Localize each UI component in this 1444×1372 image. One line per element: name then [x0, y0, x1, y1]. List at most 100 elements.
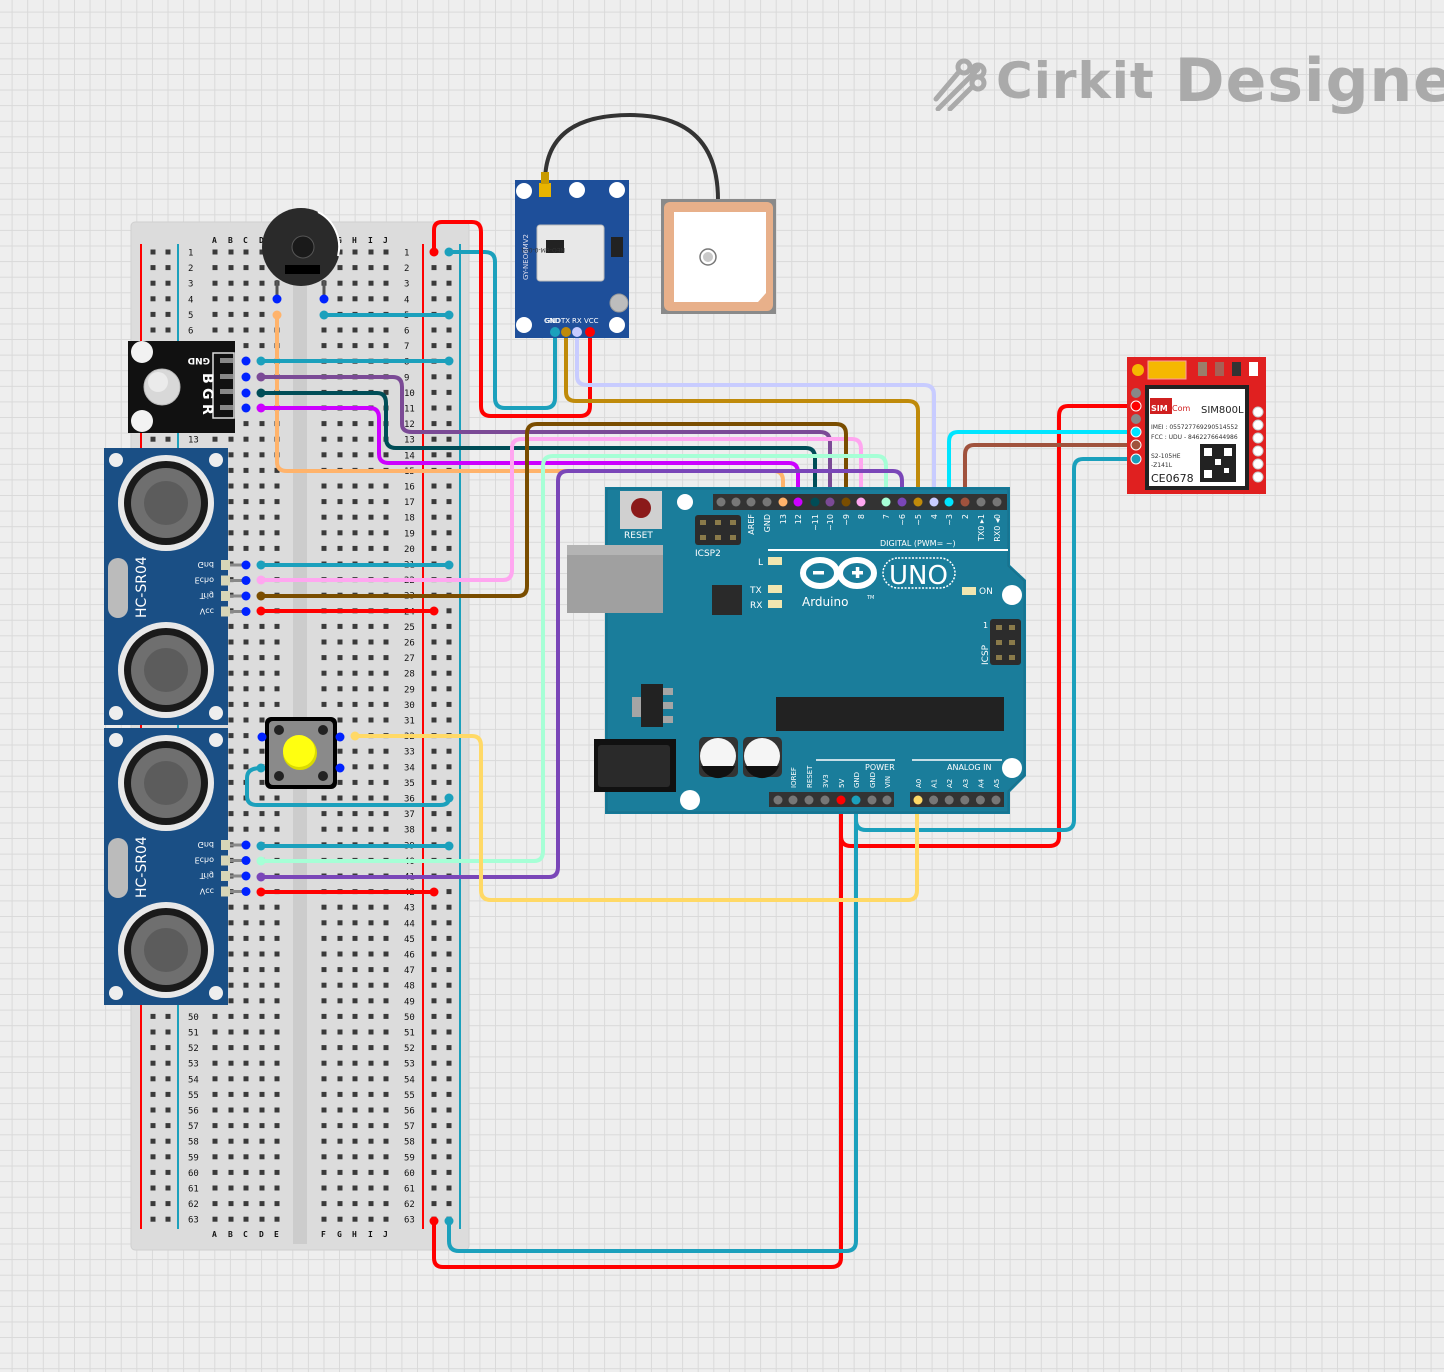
wire-endpoint[interactable] [444, 793, 454, 803]
breadboard-hole[interactable] [368, 1185, 374, 1191]
breadboard-hole[interactable] [368, 499, 374, 505]
breadboard-hole[interactable] [228, 951, 234, 957]
breadboard-hole[interactable] [243, 639, 249, 645]
breadboard-hole[interactable] [243, 935, 249, 941]
breadboard-hole[interactable] [337, 530, 343, 536]
digital-pin-7[interactable] [881, 497, 891, 507]
breadboard-hole[interactable] [431, 280, 437, 286]
breadboard-hole[interactable] [228, 826, 234, 832]
gps-pin-rx[interactable] [572, 327, 582, 337]
breadboard-hole[interactable] [446, 1154, 452, 1160]
us-pin-vcc[interactable] [241, 887, 251, 896]
breadboard-hole[interactable] [274, 1091, 280, 1097]
breadboard-hole[interactable] [383, 1091, 389, 1097]
breadboard-hole[interactable] [431, 1013, 437, 1019]
breadboard-hole[interactable] [243, 1076, 249, 1082]
breadboard-hole[interactable] [259, 296, 265, 302]
breadboard-hole[interactable] [321, 967, 327, 973]
breadboard-hole[interactable] [150, 1060, 156, 1066]
breadboard-hole[interactable] [337, 483, 343, 489]
breadboard-hole[interactable] [259, 935, 265, 941]
breadboard-hole[interactable] [150, 1123, 156, 1129]
breadboard-hole[interactable] [228, 467, 234, 473]
breadboard-hole[interactable] [352, 296, 358, 302]
breadboard-hole[interactable] [352, 483, 358, 489]
breadboard-hole[interactable] [259, 1123, 265, 1129]
power-pin-ioref[interactable] [788, 795, 798, 805]
breadboard-hole[interactable] [352, 1076, 358, 1082]
breadboard-hole[interactable] [352, 499, 358, 505]
breadboard-hole[interactable] [383, 686, 389, 692]
breadboard-hole[interactable] [150, 1076, 156, 1082]
breadboard-hole[interactable] [165, 1013, 171, 1019]
breadboard-hole[interactable] [259, 436, 265, 442]
breadboard-hole[interactable] [446, 811, 452, 817]
sim-pin-net[interactable] [1131, 388, 1141, 398]
breadboard-hole[interactable] [243, 327, 249, 333]
breadboard-hole[interactable] [352, 811, 358, 817]
digital-pin-AREF[interactable] [746, 497, 756, 507]
wire-endpoint[interactable] [444, 841, 454, 851]
breadboard-hole[interactable] [274, 514, 280, 520]
breadboard-hole[interactable] [321, 998, 327, 1004]
breadboard-hole[interactable] [321, 1169, 327, 1175]
breadboard-hole[interactable] [337, 920, 343, 926]
breadboard-hole[interactable] [352, 701, 358, 707]
breadboard-hole[interactable] [165, 1123, 171, 1129]
breadboard-hole[interactable] [337, 1123, 343, 1129]
breadboard-hole[interactable] [446, 265, 452, 271]
breadboard-hole[interactable] [321, 499, 327, 505]
breadboard-hole[interactable] [352, 1154, 358, 1160]
breadboard-hole[interactable] [446, 483, 452, 489]
breadboard-hole[interactable] [228, 1185, 234, 1191]
breadboard-hole[interactable] [337, 327, 343, 333]
breadboard-hole[interactable] [383, 779, 389, 785]
wire-led-r-to-d12[interactable] [259, 406, 800, 504]
breadboard-hole[interactable] [368, 280, 374, 286]
power-pin-gnd[interactable] [867, 795, 877, 805]
breadboard-hole[interactable] [321, 1154, 327, 1160]
breadboard-hole[interactable] [352, 967, 358, 973]
breadboard-hole[interactable] [259, 1138, 265, 1144]
wire-endpoint[interactable] [444, 247, 454, 257]
digital-pin-3[interactable] [944, 497, 954, 507]
breadboard-hole[interactable] [228, 296, 234, 302]
breadboard-hole[interactable] [259, 717, 265, 723]
breadboard-hole[interactable] [383, 499, 389, 505]
breadboard-hole[interactable] [321, 327, 327, 333]
breadboard-hole[interactable] [228, 982, 234, 988]
breadboard-hole[interactable] [383, 343, 389, 349]
wire-endpoint[interactable] [429, 247, 439, 257]
breadboard-hole[interactable] [431, 717, 437, 723]
breadboard-hole[interactable] [274, 826, 280, 832]
rgb-pin-g[interactable] [241, 388, 251, 398]
breadboard-hole[interactable] [431, 639, 437, 645]
breadboard-hole[interactable] [243, 670, 249, 676]
breadboard-hole[interactable] [431, 296, 437, 302]
breadboard-hole[interactable] [337, 1138, 343, 1144]
breadboard-hole[interactable] [337, 826, 343, 832]
breadboard-hole[interactable] [368, 327, 374, 333]
breadboard-hole[interactable] [383, 1138, 389, 1144]
breadboard-hole[interactable] [274, 1216, 280, 1222]
breadboard-hole[interactable] [212, 1091, 218, 1097]
breadboard-hole[interactable] [446, 935, 452, 941]
breadboard-hole[interactable] [259, 545, 265, 551]
wire-bb-row36-gnd[interactable] [245, 766, 451, 807]
breadboard-hole[interactable] [165, 1201, 171, 1207]
breadboard-hole[interactable] [352, 1107, 358, 1113]
sim-pin-gnd[interactable] [1130, 453, 1142, 465]
breadboard-hole[interactable] [321, 1091, 327, 1097]
breadboard-hole[interactable] [321, 530, 327, 536]
breadboard-hole[interactable] [446, 296, 452, 302]
breadboard-hole[interactable] [383, 1216, 389, 1222]
breadboard-hole[interactable] [243, 1216, 249, 1222]
breadboard-hole[interactable] [337, 1045, 343, 1051]
breadboard-hole[interactable] [368, 1029, 374, 1035]
breadboard-hole[interactable] [352, 249, 358, 255]
breadboard-hole[interactable] [274, 530, 280, 536]
breadboard-hole[interactable] [321, 343, 327, 349]
breadboard-hole[interactable] [383, 639, 389, 645]
breadboard-hole[interactable] [150, 249, 156, 255]
breadboard-hole[interactable] [150, 1138, 156, 1144]
